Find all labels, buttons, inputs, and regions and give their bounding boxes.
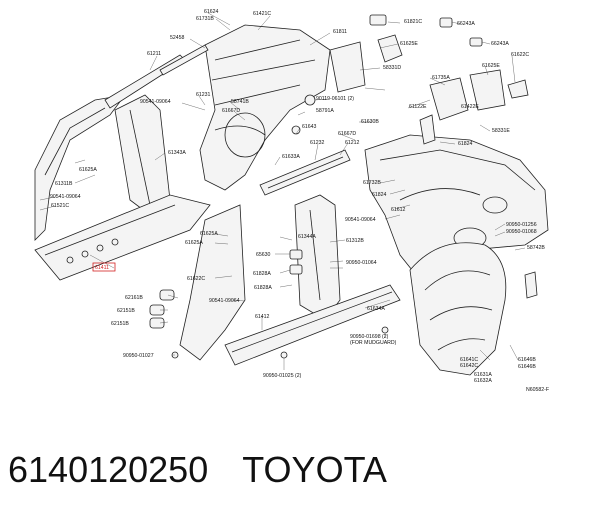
callout: 62151B (117, 308, 135, 314)
callout: 61643 (302, 124, 317, 130)
callout: 58331D (383, 65, 401, 71)
callout: 61412 (255, 314, 270, 320)
sill-drawing (224, 284, 401, 366)
callout: 58741B (231, 99, 249, 105)
callout: (FOR MUDGUARD) (350, 340, 397, 346)
callout: 61211 (147, 51, 161, 57)
callout: 61212 (345, 140, 360, 146)
roof-rail-drawing (104, 44, 351, 196)
callout: 90541-09064 (345, 217, 376, 223)
callout: 61731B (196, 16, 214, 22)
callout: 61632A (474, 378, 492, 384)
callout: 61824 (372, 192, 387, 198)
callout: 61312B (346, 238, 364, 244)
highlighted-part-number: 61411 (95, 265, 109, 271)
callout: 61642C (460, 363, 478, 369)
callout: 58742B (527, 245, 545, 251)
callout: 61828A (254, 285, 272, 291)
callout: 61625A (200, 231, 218, 237)
callout: 61622C (187, 276, 205, 282)
callout: 90541-09064 (209, 298, 240, 304)
callout: 90541-09064 (50, 194, 81, 200)
callout: 90541-09064 (140, 99, 171, 105)
callout: 90950-01025 (2) (263, 373, 302, 379)
callout: 61811 (333, 29, 347, 35)
callout: 65630 (256, 252, 271, 258)
callout: 61667D (338, 131, 356, 137)
leader-lines (39, 12, 526, 370)
callout: 61646B (518, 364, 536, 370)
upper-panel-drawing (199, 24, 331, 191)
callout: 90950-01698 (2) (350, 334, 389, 340)
callout: 61625E (482, 63, 500, 69)
callout: 61732B (363, 180, 381, 186)
callout: 61344A (298, 234, 316, 240)
callout: N60582-F (526, 387, 549, 393)
callout: 90950-01064 (346, 260, 377, 266)
callout: 61634A (367, 306, 385, 312)
callout: 61631A (474, 372, 492, 378)
callout: 90119-06101 (2) (316, 96, 354, 102)
callout: 61622C (511, 52, 529, 58)
callout: 61232 (310, 140, 325, 146)
wheel-house-drawing (409, 242, 507, 376)
pillar-drawing (34, 94, 171, 241)
callout: 62161B (125, 295, 143, 301)
brand-name: TOYOTA (242, 449, 387, 490)
callout: 61521C (51, 203, 69, 209)
callout: 58331E (492, 128, 510, 134)
callout: 66243A (457, 21, 475, 27)
caption-bar: 6140120250 TOYOTA (8, 449, 387, 490)
quarter-panel-drawing (364, 134, 549, 281)
callout: 90950-01256 (506, 222, 537, 228)
callout: 61667D (222, 108, 240, 114)
callout: 61421C (253, 11, 271, 17)
center-pillar-drawing (179, 194, 341, 361)
callout: 61231 (196, 92, 211, 98)
callout: 61646B (518, 357, 536, 363)
callout: 61821C (404, 19, 422, 25)
callout: 61624 (204, 9, 219, 15)
callout: 61641C (460, 357, 478, 363)
highlight-box (92, 262, 116, 272)
callout: 62151B (111, 321, 129, 327)
callout-labels: 61624 61731B 61421C 61811 61821C 66243A … (50, 9, 549, 393)
callout: 90950-01027 (123, 353, 154, 359)
callout: 90950-01068 (506, 229, 537, 235)
rocker-panel-drawing (34, 194, 211, 281)
callout: 61625A (185, 240, 203, 246)
highlighted-callout-61411: 61411 (92, 262, 116, 272)
callout: 61625A (79, 167, 97, 173)
callout: 61625E (400, 41, 418, 47)
callout: 61633A (282, 154, 300, 160)
callout: 61828A (253, 271, 271, 277)
callout: 66243A (491, 41, 509, 47)
callout: 61311B (55, 181, 73, 187)
callout: 61612 (391, 207, 406, 213)
small-parts-drawing (149, 14, 538, 359)
callout: 61630B (361, 119, 379, 125)
callout: 61824 (458, 141, 473, 147)
callout: 58791A (316, 108, 334, 114)
part-number: 6140120250 (8, 449, 209, 490)
callout: 61735A (432, 75, 450, 81)
callout: 52458 (170, 35, 185, 41)
callout: 61422E (461, 104, 479, 110)
parts-diagram: 61624 61731B 61421C 61811 61821C 66243A … (34, 9, 549, 393)
callout: 61343A (168, 150, 186, 156)
callout: 61122E (409, 104, 427, 110)
